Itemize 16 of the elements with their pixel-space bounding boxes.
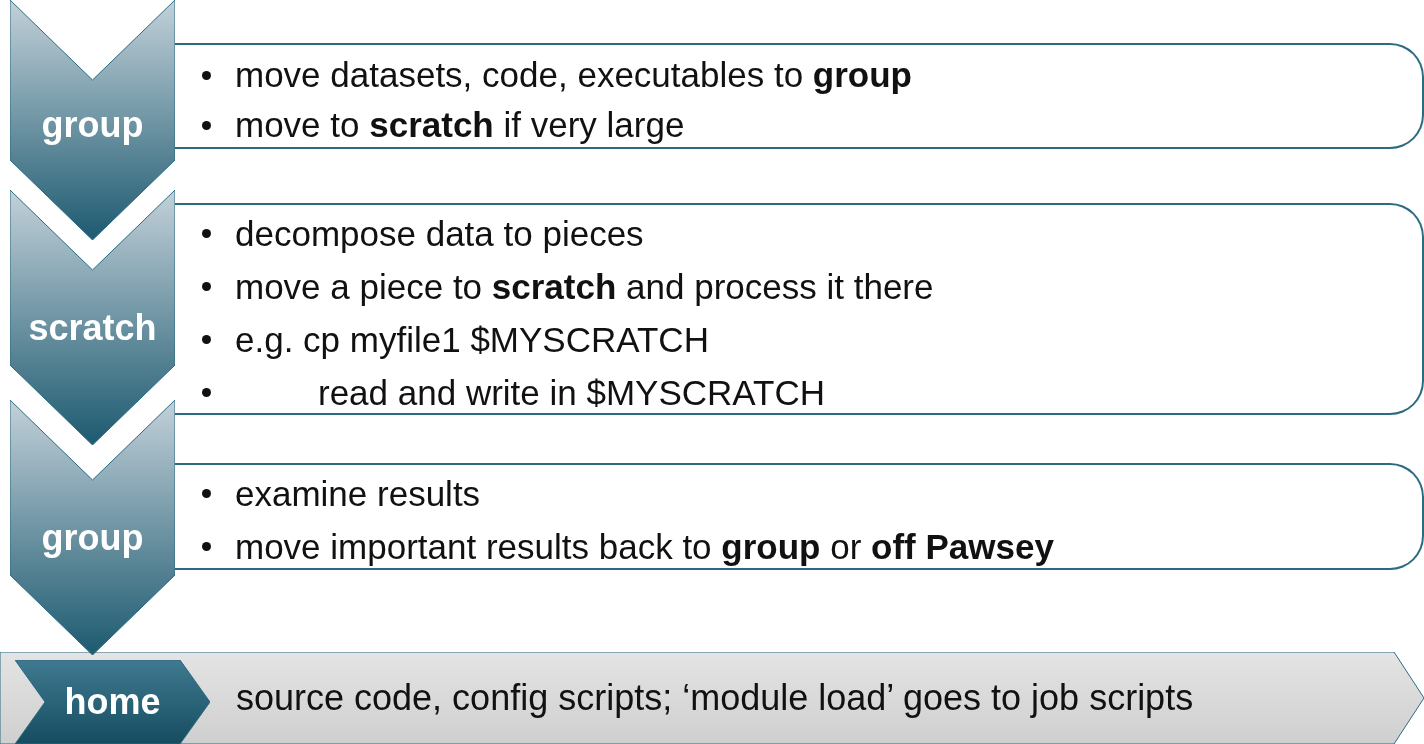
text-panel (175, 43, 1424, 149)
bullet-text: examine results (235, 473, 481, 513)
text-panel (175, 463, 1424, 570)
bullet-text: e.g. cp myfile1 $MYSCRATCH (235, 319, 709, 359)
bullet-text: move datasets, code, executables to group (235, 55, 912, 94)
bullet-text: read and write in $MYSCRATCH (318, 372, 826, 412)
stage-label: group (41, 517, 144, 559)
bullet-text: decompose data to pieces (235, 213, 644, 253)
note-text: source code, config scripts; ‘module load’ goes to job scripts (236, 677, 1194, 719)
text-panel (175, 203, 1424, 415)
stage-label: home (64, 681, 161, 723)
stage-label: scratch (28, 307, 157, 349)
stage-label: group (41, 104, 144, 146)
bullet-text: move important results back to group or off Pawsey (235, 526, 1054, 566)
bullet-text: move a piece to scratch and process it there (235, 266, 934, 306)
bullet-text: move to scratch if very large (235, 105, 685, 144)
